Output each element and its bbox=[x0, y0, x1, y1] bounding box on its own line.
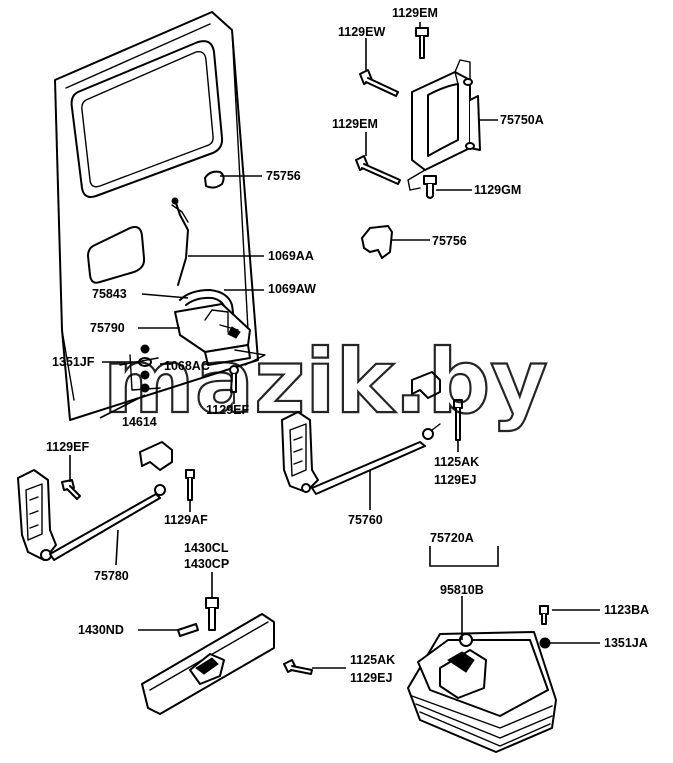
label-1129AF: 1129AF bbox=[164, 513, 208, 527]
label-75843: 75843 bbox=[92, 287, 127, 301]
label-1069AW: 1069AW bbox=[268, 282, 316, 296]
label-1129EM-side: 1129EM bbox=[332, 117, 378, 131]
label-75780: 75780 bbox=[94, 569, 129, 583]
step-bracket-1430 bbox=[141, 613, 275, 715]
label-1351JA: 1351JA bbox=[604, 636, 648, 650]
rod-guide-bracket-left bbox=[139, 441, 173, 471]
part-labels: 1129EM 1129EW 75750A 1129EM 1129GM 75756… bbox=[46, 6, 649, 685]
clip-75756-lower bbox=[361, 225, 393, 259]
screw-1123BA bbox=[539, 605, 549, 625]
bolt-1430CL bbox=[205, 597, 219, 631]
label-75720A: 75720A bbox=[430, 531, 474, 545]
label-1129EF-left: 1129EF bbox=[46, 440, 89, 454]
screw-1430ND bbox=[177, 623, 199, 637]
label-14614: 14614 bbox=[122, 415, 157, 429]
bolt-1129EF-latch bbox=[229, 365, 239, 393]
leader-lines bbox=[69, 22, 600, 669]
label-95810B: 95810B bbox=[440, 583, 484, 597]
label-1129EF-latch: 1129EF bbox=[206, 403, 249, 417]
bracket-75750A bbox=[407, 59, 481, 191]
rod-guide-bracket-right bbox=[411, 371, 441, 399]
hinge-rod-75760 bbox=[281, 411, 441, 495]
bolt-1129EF-left bbox=[61, 479, 81, 500]
hinge-rod-75780 bbox=[17, 469, 166, 561]
label-75790: 75790 bbox=[90, 321, 125, 335]
label-1430ND: 1430ND bbox=[78, 623, 124, 637]
label-1069AA: 1069AA bbox=[268, 249, 314, 263]
label-1125AK-right: 1125AK bbox=[434, 455, 479, 469]
label-75756-lower: 75756 bbox=[432, 234, 467, 248]
label-75750A: 75750A bbox=[500, 113, 544, 127]
label-1129EM-top: 1129EM bbox=[392, 6, 438, 20]
label-1125AK-bottom: 1125AK bbox=[350, 653, 395, 667]
bolt-1129AF bbox=[185, 469, 195, 501]
bolt-1129GM bbox=[423, 175, 437, 199]
bolt-1129EM-top bbox=[415, 27, 429, 59]
clip-75756-upper bbox=[204, 170, 225, 189]
label-1129EW: 1129EW bbox=[338, 25, 385, 39]
license-lamp-75720A bbox=[407, 631, 557, 753]
label-1351JF: 1351JF bbox=[52, 355, 95, 369]
door-latch-assembly bbox=[171, 197, 266, 366]
grommet-1351JA bbox=[539, 637, 551, 649]
bolt-1125AK-bottom bbox=[283, 659, 313, 675]
watermark: mazik.by bbox=[103, 330, 548, 433]
label-1123BA: 1123BA bbox=[604, 603, 649, 617]
label-75760: 75760 bbox=[348, 513, 383, 527]
label-1129GM: 1129GM bbox=[474, 183, 521, 197]
label-1129EJ-right: 1129EJ bbox=[434, 473, 476, 487]
label-75756-upper: 75756 bbox=[266, 169, 301, 183]
label-1430CL: 1430CL bbox=[184, 541, 229, 555]
label-1068AC: 1068AC bbox=[164, 359, 210, 373]
label-1129EJ-bottom: 1129EJ bbox=[350, 671, 392, 685]
bolt-1129EM-side bbox=[355, 155, 401, 185]
bolt-1129EW bbox=[359, 69, 399, 97]
label-1430CP: 1430CP bbox=[184, 557, 229, 571]
